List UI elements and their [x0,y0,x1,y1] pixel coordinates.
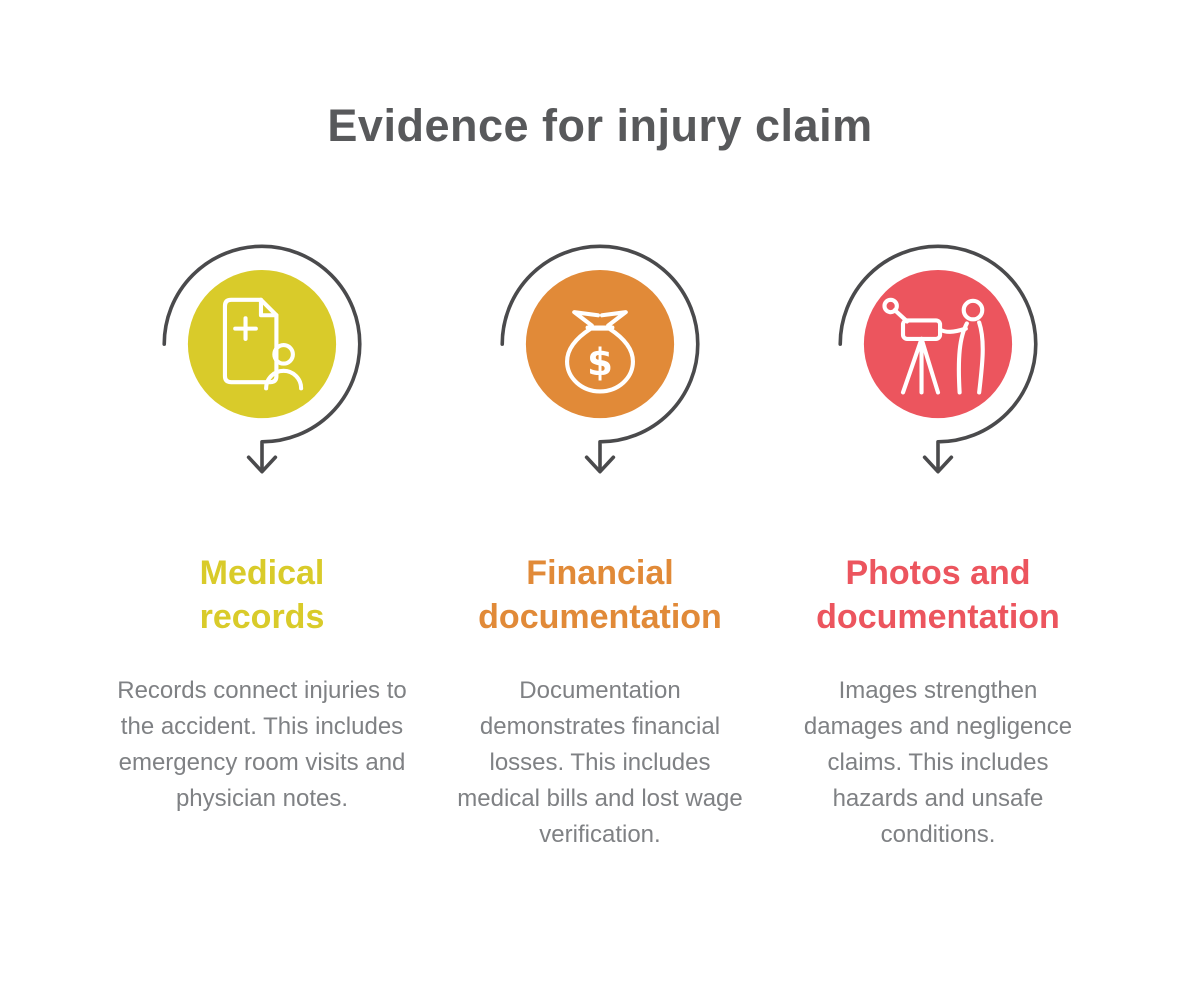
money-bag-icon: $ [565,310,635,394]
medical-records-icon-assembly [162,244,362,474]
photos-documentation-circle [863,269,1013,419]
columns-row: Medical records Records connect injuries… [0,236,1200,853]
financial-documentation-icon-assembly: $ [500,244,700,474]
financial-documentation-heading: Financial documentation [478,554,722,637]
loop-arrow-stem [500,244,700,471]
financial-documentation-circle [525,269,675,419]
photos-documentation-icon-assembly [838,244,1038,474]
camera-tripod-photographer-icon [882,297,985,395]
column-financial-documentation: $ Financial documentation Documentation … [431,236,769,853]
financial-documentation-description: Documentation demonstrates financial los… [457,677,743,849]
photos-documentation-description: Images strengthen damages and negligence… [803,677,1073,849]
photos-documentation-heading: Photos and documentation [816,554,1060,637]
column-photos-and-documentation: Photos and documentation Images strength… [769,236,1107,853]
arrow-down-icon [584,455,616,474]
medical-records-heading: Medical records [199,554,325,637]
column-medical-records: Medical records Records connect injuries… [93,236,431,853]
medical-document-person-icon [222,297,304,391]
page-title: Evidence for injury claim [327,100,873,151]
medical-records-circle [187,269,337,419]
arrow-down-icon [246,455,278,474]
loop-arrow-stem [838,244,1038,471]
dollar-sign: $ [587,341,613,384]
medical-records-description: Records connect injuries to the accident… [117,677,407,813]
arrow-down-icon [922,455,954,474]
loop-arrow-stem [162,244,362,471]
